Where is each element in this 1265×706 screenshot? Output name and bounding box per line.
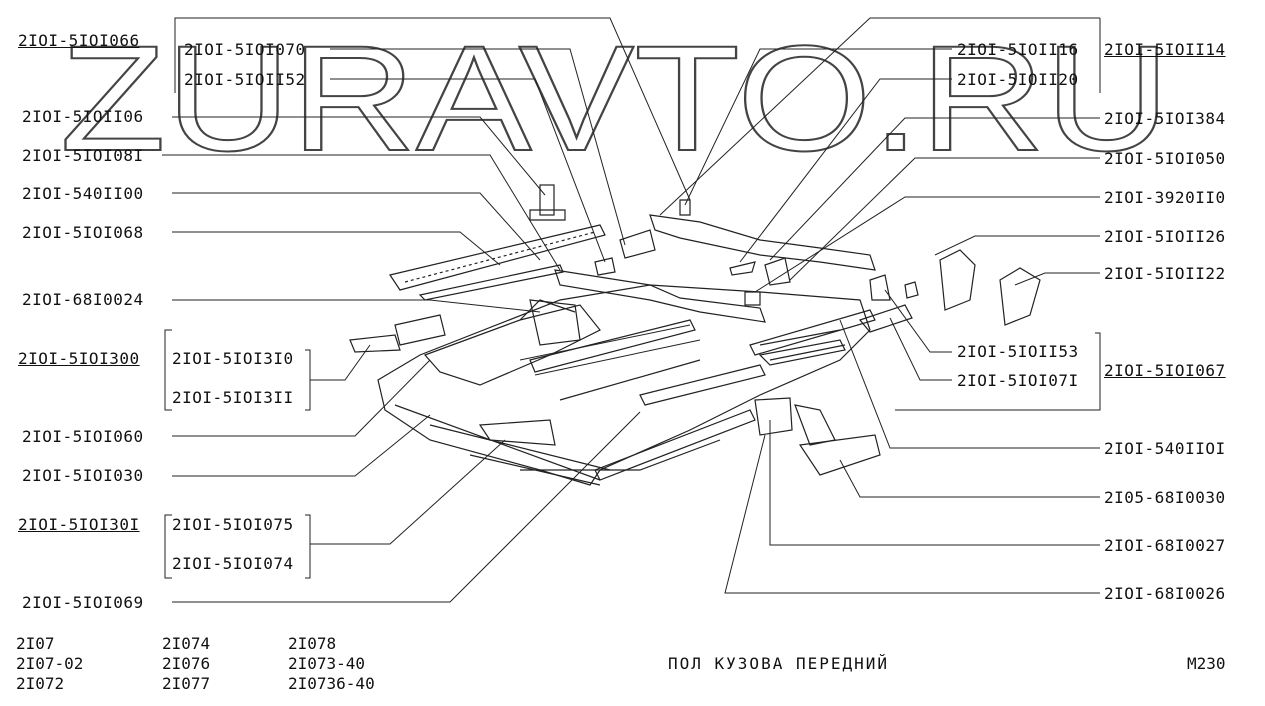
label-2101-5101126: 2IOI-5IOII26 <box>1104 227 1226 246</box>
model: 2I077 <box>162 674 211 693</box>
label-2101-5101069: 2IOI-5IOI069 <box>22 593 144 612</box>
model: 2I076 <box>162 654 211 673</box>
label-2101-5101120: 2IOI-5IOII20 <box>957 70 1079 89</box>
page-title: ПОЛ КУЗОВА ПЕРЕДНИЙ <box>668 654 890 673</box>
label-2101-5401100: 2IOI-540II00 <box>22 184 144 203</box>
label-2101-3920110: 2IOI-3920II0 <box>1104 188 1226 207</box>
model: 2I074 <box>162 634 211 653</box>
label-2101-5101311: 2IOI-5IOI3II <box>172 388 294 407</box>
label-2101-5101122: 2IOI-5IOII22 <box>1104 264 1226 283</box>
label-2101-6810027: 2IOI-68I0027 <box>1104 536 1226 555</box>
label-2101-5101075: 2IOI-5IOI075 <box>172 515 294 534</box>
label-2101-5101067: 2IOI-5IOI067 <box>1104 361 1226 380</box>
model: 2I0736-40 <box>288 674 375 693</box>
label-2101-5101384: 2IOI-5IOI384 <box>1104 109 1226 128</box>
crossmember <box>554 269 766 323</box>
label-2101-5101106: 2IOI-5IOII06 <box>22 107 144 126</box>
label-2101-5101030: 2IOI-5IOI030 <box>22 466 144 485</box>
label-2101-5101060: 2IOI-5IOI060 <box>22 427 144 446</box>
front-panel <box>649 214 876 271</box>
left-sill <box>389 224 606 291</box>
label-2101-5101153: 2IOI-5IOII53 <box>957 342 1079 361</box>
label-2101-6810026: 2IOI-68I0026 <box>1104 584 1226 603</box>
tunnel <box>423 304 601 386</box>
models-col3: 2I078 2I073-40 2I0736-40 <box>288 634 375 694</box>
label-2101-5401101: 2IOI-540IIOI <box>1104 439 1226 458</box>
model: 2I07 <box>16 634 55 653</box>
label-2105-6810030: 2I05-68I0030 <box>1104 488 1226 507</box>
model: 2I073-40 <box>288 654 366 673</box>
label-2101-5101068: 2IOI-5IOI068 <box>22 223 144 242</box>
models-col2: 2I074 2I076 2I077 <box>162 634 210 694</box>
label-2101-5101081: 2IOI-5IOI08I <box>22 146 144 165</box>
models-col1: 2I07 2I07-02 2I072 <box>16 634 83 694</box>
model: 2I07-02 <box>16 654 84 673</box>
label-2101-5101300: 2IOI-5IOI300 <box>18 349 140 368</box>
label-2101-5101070: 2IOI-5IOI070 <box>184 40 306 59</box>
label-2101-5101301: 2IOI-5IOI30I <box>18 515 140 534</box>
label-2101-5101071: 2IOI-5IOI07I <box>957 371 1079 390</box>
label-2101-5101074: 2IOI-5IOI074 <box>172 554 294 573</box>
model: 2I072 <box>16 674 65 693</box>
label-2101-5101152: 2IOI-5IOII52 <box>184 70 306 89</box>
label-2101-5101114: 2IOI-5IOII14 <box>1104 40 1226 59</box>
right-sill <box>749 309 876 356</box>
sheet-code: M230 <box>1187 654 1226 673</box>
label-2101-5101050: 2IOI-5IOI050 <box>1104 149 1226 168</box>
label-2101-5101310: 2IOI-5IOI3I0 <box>172 349 294 368</box>
label-2101-5101116: 2IOI-5IOII16 <box>957 40 1079 59</box>
label-2101-6810024: 2IOI-68I0024 <box>22 290 144 309</box>
label-2101-5101066: 2IOI-5IOI066 <box>18 31 140 50</box>
model: 2I078 <box>288 634 337 653</box>
